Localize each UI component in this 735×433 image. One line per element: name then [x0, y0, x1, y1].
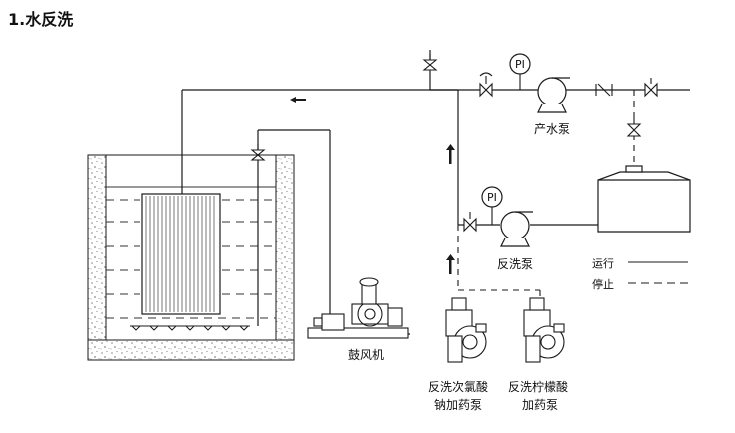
- membrane-basin: [87, 154, 295, 361]
- water-lines: [106, 186, 276, 319]
- pressure-gauge-icon: [509, 53, 531, 90]
- gauge-label-top: PI: [515, 58, 525, 71]
- hypochlorite-pump-label-1: 反洗次氯酸: [428, 380, 489, 394]
- pump-icon: [537, 77, 570, 113]
- check-valve-icon: [595, 83, 613, 97]
- gate-valve-icon: [422, 54, 438, 71]
- membrane-module-icon: [141, 193, 221, 315]
- backwash-pump-label: 反洗泵: [497, 257, 534, 271]
- gate-valve-icon: [250, 144, 266, 161]
- hypochlorite-pump-label-2: 钠加药泵: [434, 398, 483, 412]
- gate-valve-icon: [644, 78, 658, 98]
- flow-arrows: [290, 97, 455, 274]
- storage-tank-icon: [597, 165, 691, 233]
- legend-running-label: 运行: [592, 257, 614, 270]
- product-pump-label: 产水泵: [534, 122, 571, 136]
- blower-icon: [307, 277, 409, 339]
- dosing-pump-icon: [523, 297, 565, 363]
- page-title: 1.水反洗: [8, 10, 74, 29]
- gate-valve-icon: [479, 72, 493, 98]
- dosing-pump-icon: [445, 297, 487, 363]
- aerator-diffusers: [130, 325, 250, 331]
- blower-label: 鼓风机: [348, 348, 385, 362]
- basin-floor: [87, 339, 295, 361]
- gauge-label-backwash: PI: [487, 191, 497, 204]
- citric-pump-label-2: 加药泵: [522, 398, 559, 412]
- legend-stopped-label: 停止: [592, 278, 614, 291]
- basin-left-wall: [87, 154, 107, 361]
- gate-valve-icon: [626, 118, 642, 137]
- basin-right-wall: [275, 154, 295, 361]
- legend: [628, 261, 688, 284]
- citric-pump-label-1: 反洗柠檬酸: [508, 380, 569, 394]
- pump-icon: [500, 211, 533, 247]
- gate-valve-icon: [463, 212, 477, 233]
- pressure-gauge-icon: [481, 186, 503, 225]
